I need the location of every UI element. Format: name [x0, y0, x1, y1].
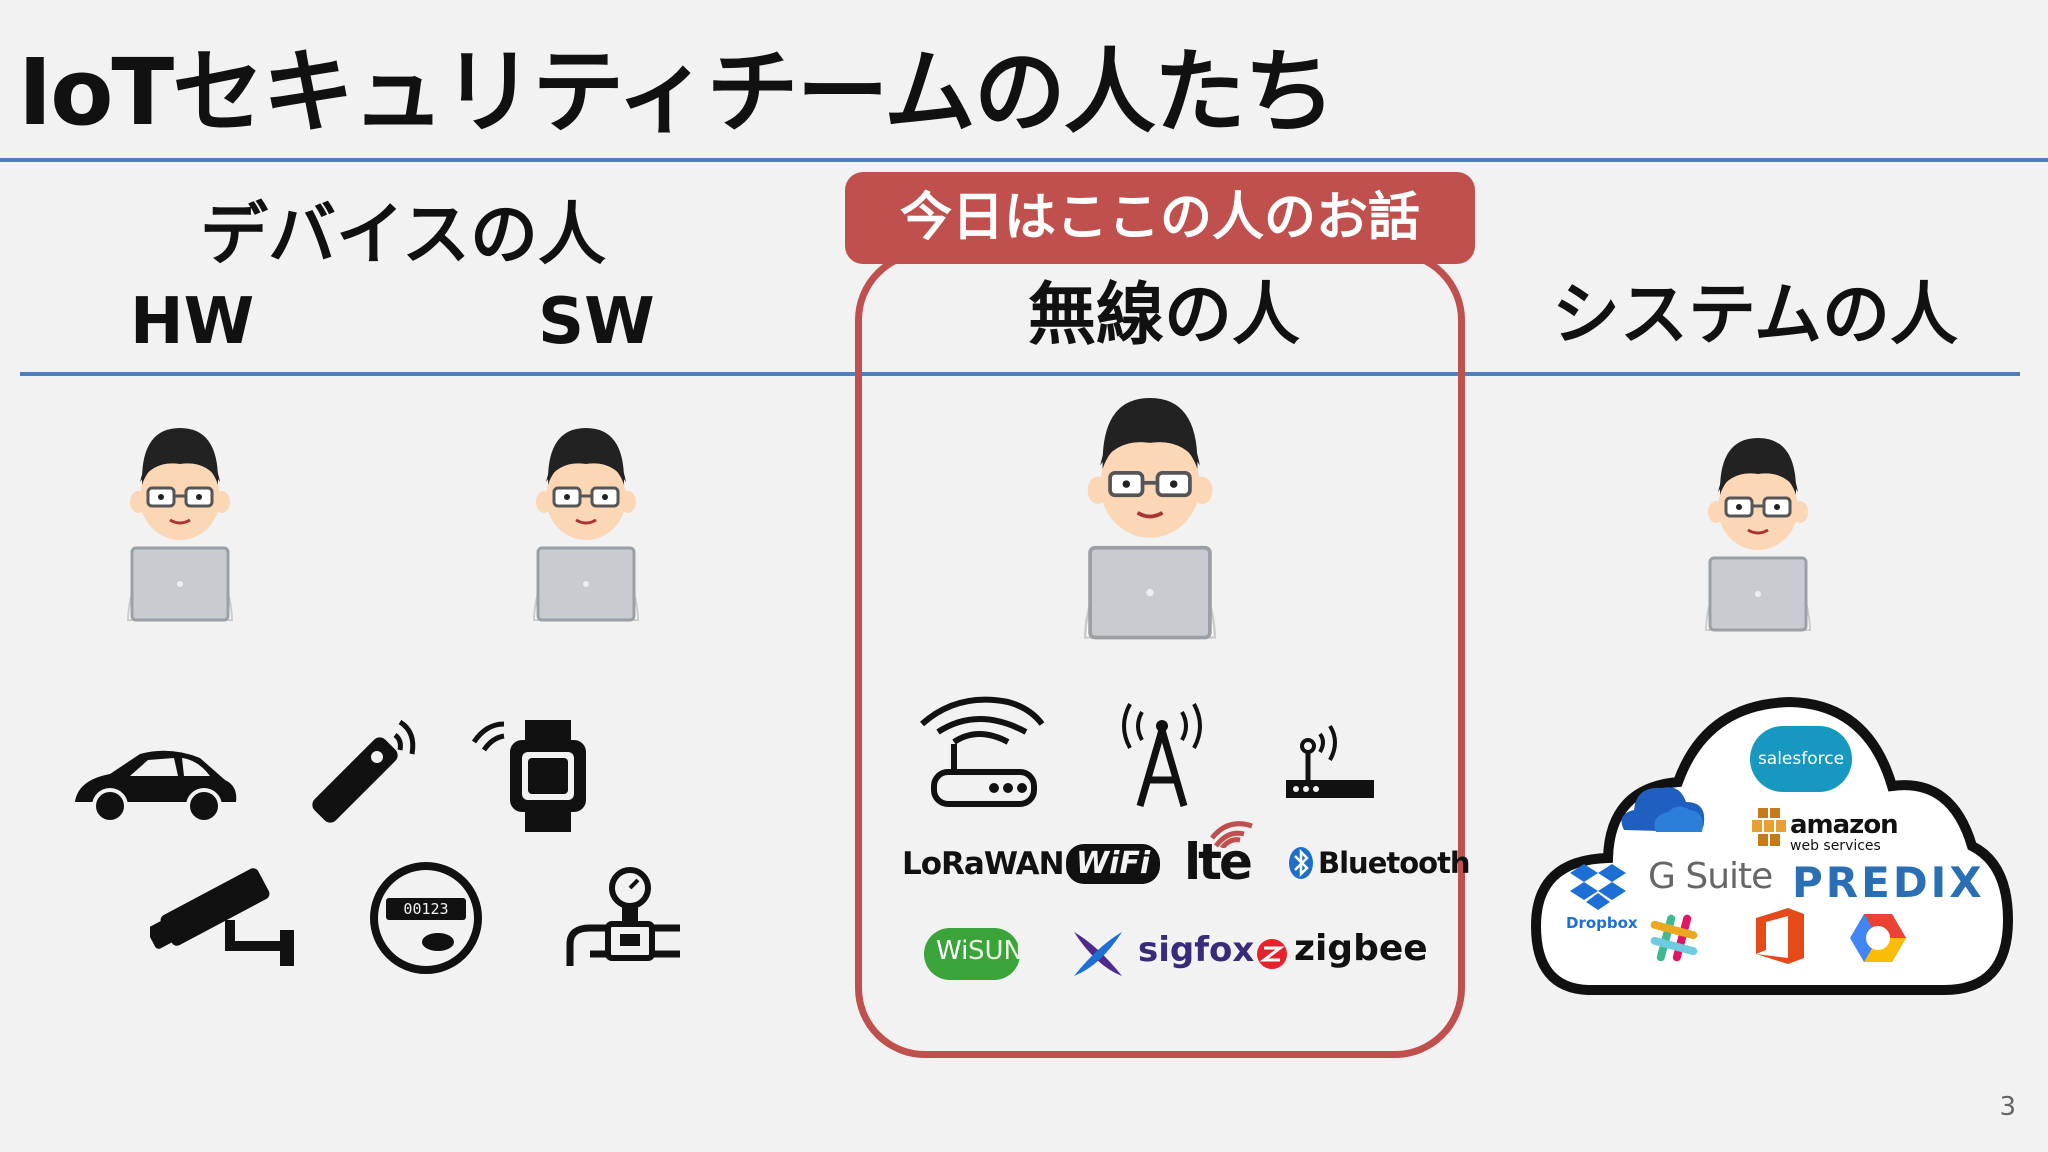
section-divider: [20, 372, 2020, 376]
car-icon: [75, 750, 237, 824]
meter-reading: 00123: [403, 900, 448, 918]
sigfox-logo: sigfox: [1138, 930, 1255, 970]
google-cloud-icon: [1850, 914, 1906, 962]
remote-control-icon: [312, 719, 416, 823]
lte-signal-icon: [1210, 821, 1253, 848]
title-divider: [0, 158, 2048, 162]
zigbee-logo: zigbee: [1294, 928, 1428, 969]
dropbox-logo: Dropbox: [1566, 914, 1638, 932]
wireless-heading: 無線の人: [1028, 276, 1301, 355]
wifi-router-icon: [920, 696, 1045, 807]
office-icon: [1756, 908, 1804, 964]
system-person-illustration: [1698, 430, 1818, 640]
smart-meter-icon: 00123: [370, 862, 482, 974]
access-point-icon: [1286, 724, 1374, 798]
amazon-logo: amazon: [1790, 810, 1899, 840]
zigbee-icon: [1257, 939, 1287, 969]
wisun-logo-wi: Wi: [936, 936, 969, 966]
predix-logo: PREDIX: [1792, 858, 1985, 907]
slack-icon: [1650, 914, 1698, 962]
page-number: 3: [1999, 1092, 2016, 1122]
wisun-logo-sun: SUN: [968, 936, 1023, 966]
today-badge: 今日はここの人のお話: [845, 172, 1475, 264]
onedrive-icon: [1621, 787, 1705, 832]
water-meter-icon: [566, 867, 680, 966]
dropbox-icon: [1570, 864, 1626, 910]
smartwatch-icon: [471, 720, 586, 832]
hw-label: HW: [130, 285, 255, 359]
sigfox-icon: [1074, 932, 1122, 976]
sw-person-illustration: [526, 420, 646, 630]
bluetooth-logo: Bluetooth: [1318, 846, 1471, 880]
bluetooth-icon: [1289, 847, 1313, 879]
lorawan-logo: LoRaWAN: [902, 846, 1065, 882]
device-heading: デバイスの人: [200, 196, 606, 275]
slide-title: IoTセキュリティチームの人たち: [18, 39, 1336, 146]
salesforce-logo: salesforce: [1750, 726, 1852, 792]
gsuite-logo: G Suite: [1648, 856, 1773, 897]
aws-subtitle: web services: [1790, 838, 1881, 854]
wireless-person-illustration: [1070, 388, 1230, 650]
wifi-logo: WiFi: [1066, 844, 1161, 884]
system-heading: システムの人: [1552, 276, 1958, 355]
sw-label: SW: [538, 285, 655, 359]
security-camera-icon: [150, 868, 294, 966]
antenna-tower-icon: [1122, 703, 1202, 807]
aws-icon: [1752, 808, 1786, 846]
wisun-logo: Wi SUN: [924, 928, 1023, 980]
hw-person-illustration: [120, 420, 240, 630]
